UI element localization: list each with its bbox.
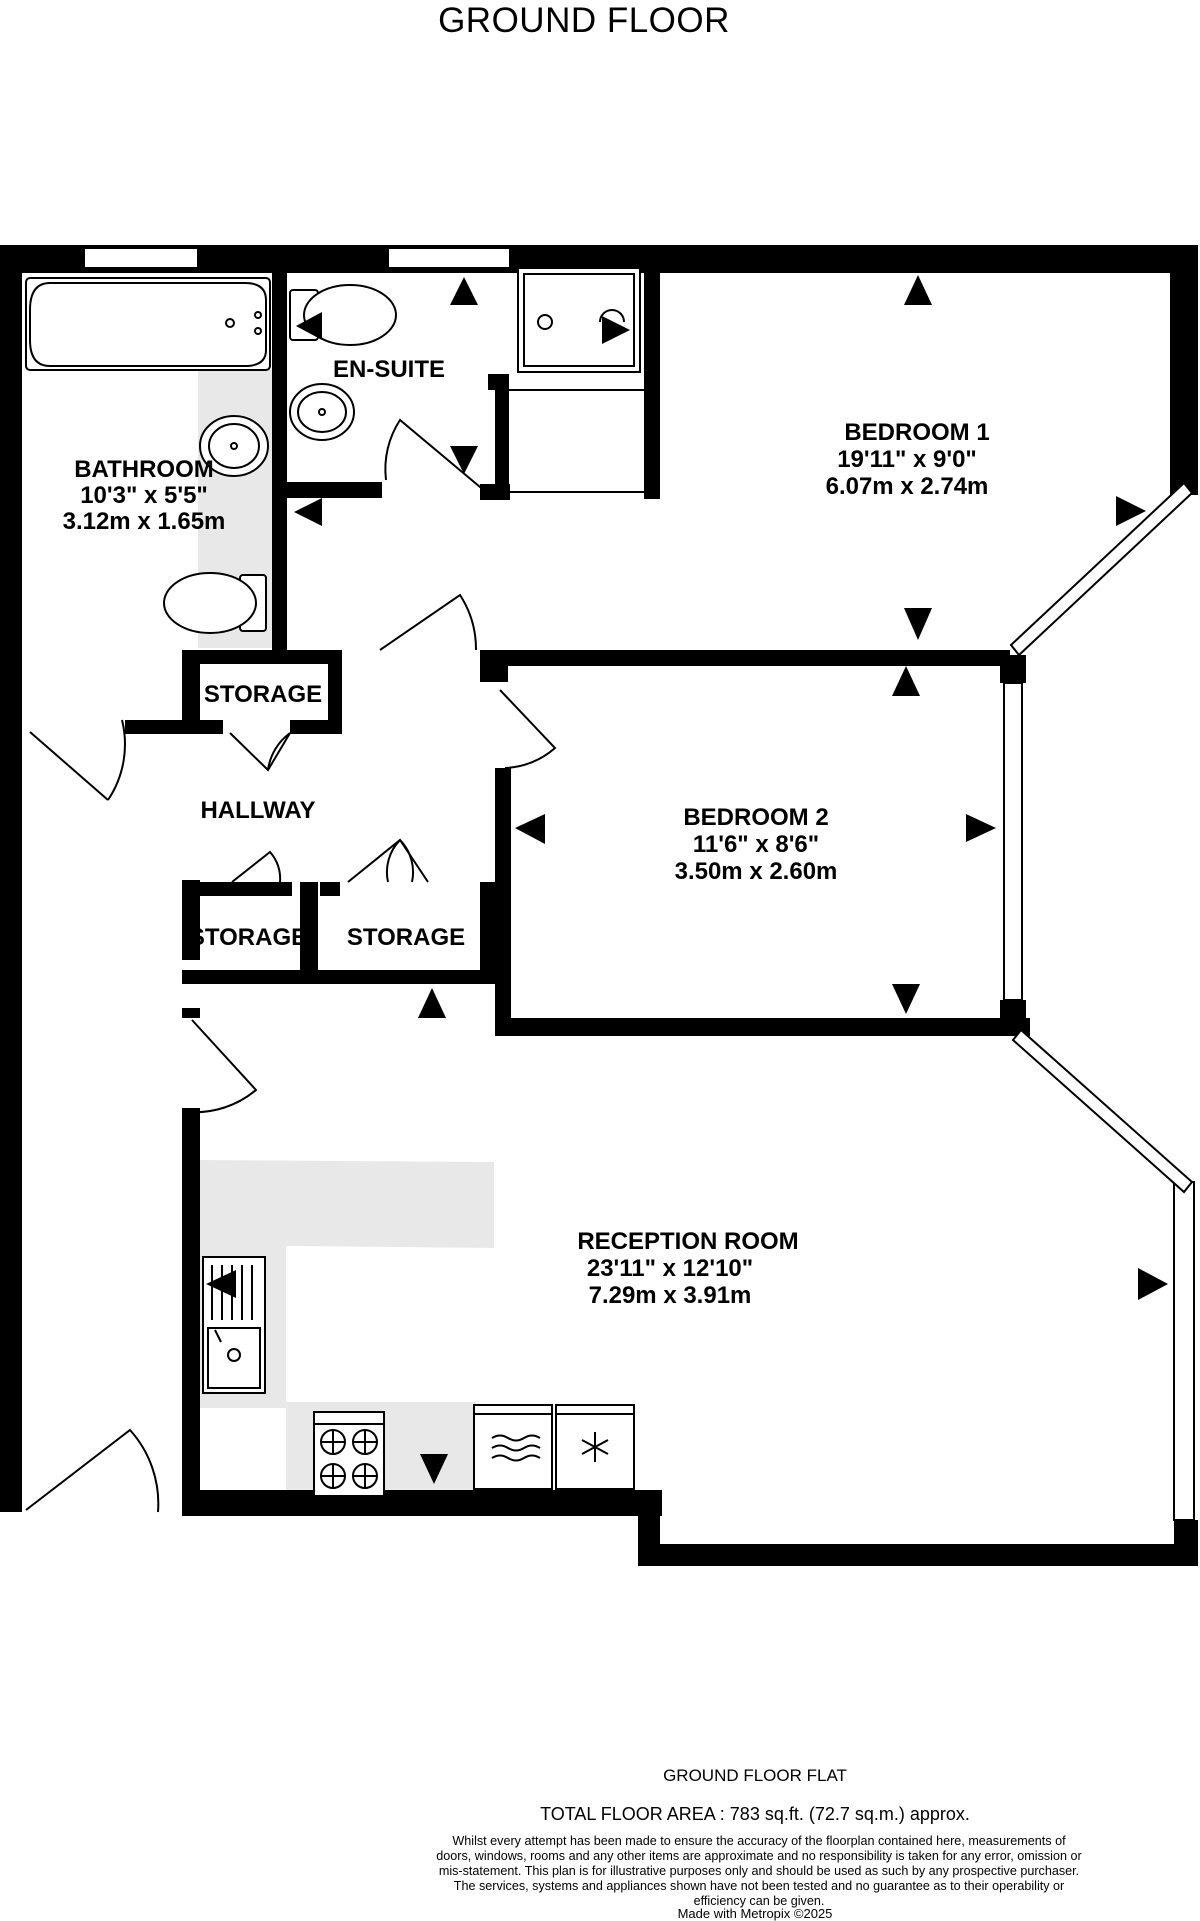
bedroom1-imperial: 19'11" x 9'0" (837, 446, 977, 473)
bathroom-metric: 3.12m x 1.65m (63, 508, 226, 535)
hob-icon (313, 1411, 385, 1497)
label-hallway: HALLWAY (200, 797, 315, 824)
footer-credit: Made with Metropix ©2025 (677, 1906, 833, 1921)
bedroom1-metric: 6.07m x 2.74m (826, 473, 989, 500)
floor-title: GROUND FLOOR (438, 1, 730, 40)
label-storage-left: STORAGE (189, 924, 307, 951)
label-storage-right: STORAGE (347, 924, 465, 951)
label-bedroom1: BEDROOM 1 (844, 419, 989, 446)
doors (25, 418, 557, 1513)
label-reception: RECEPTION ROOM (577, 1228, 798, 1255)
footer-disclaimer: Whilst every attempt has been made to en… (436, 1834, 1082, 1908)
basin-icon (199, 383, 355, 477)
label-bedroom2: BEDROOM 2 (683, 804, 828, 831)
dimension-arrows (206, 275, 1168, 1484)
windows (83, 247, 1195, 1521)
floor-plan: EN-SUITE BATHROOM 10'3" x 5'5" 3.12m x 1… (0, 245, 1198, 1566)
reception-imperial: 23'11" x 12'10" (587, 1255, 753, 1282)
footer-total-area: TOTAL FLOOR AREA : 783 sq.ft. (72.7 sq.m… (540, 1804, 970, 1824)
bath-icon (25, 277, 271, 371)
label-storage-top: STORAGE (204, 681, 322, 708)
footer-floor-name: GROUND FLOOR FLAT (663, 1766, 847, 1785)
shower-icon (517, 267, 641, 373)
fridge-freezer-icon (555, 1404, 635, 1490)
bedroom2-imperial: 11'6" x 8'6" (693, 831, 819, 858)
washing-machine-icon (473, 1404, 553, 1490)
label-ensuite: EN-SUITE (333, 356, 445, 383)
bedroom2-metric: 3.50m x 2.60m (675, 858, 838, 885)
label-bathroom: BATHROOM (74, 456, 214, 483)
toilet-icon (163, 284, 397, 634)
partition-lines (508, 389, 644, 493)
bathroom-imperial: 10'3" x 5'5" (80, 482, 208, 509)
reception-metric: 7.29m x 3.91m (589, 1282, 752, 1309)
